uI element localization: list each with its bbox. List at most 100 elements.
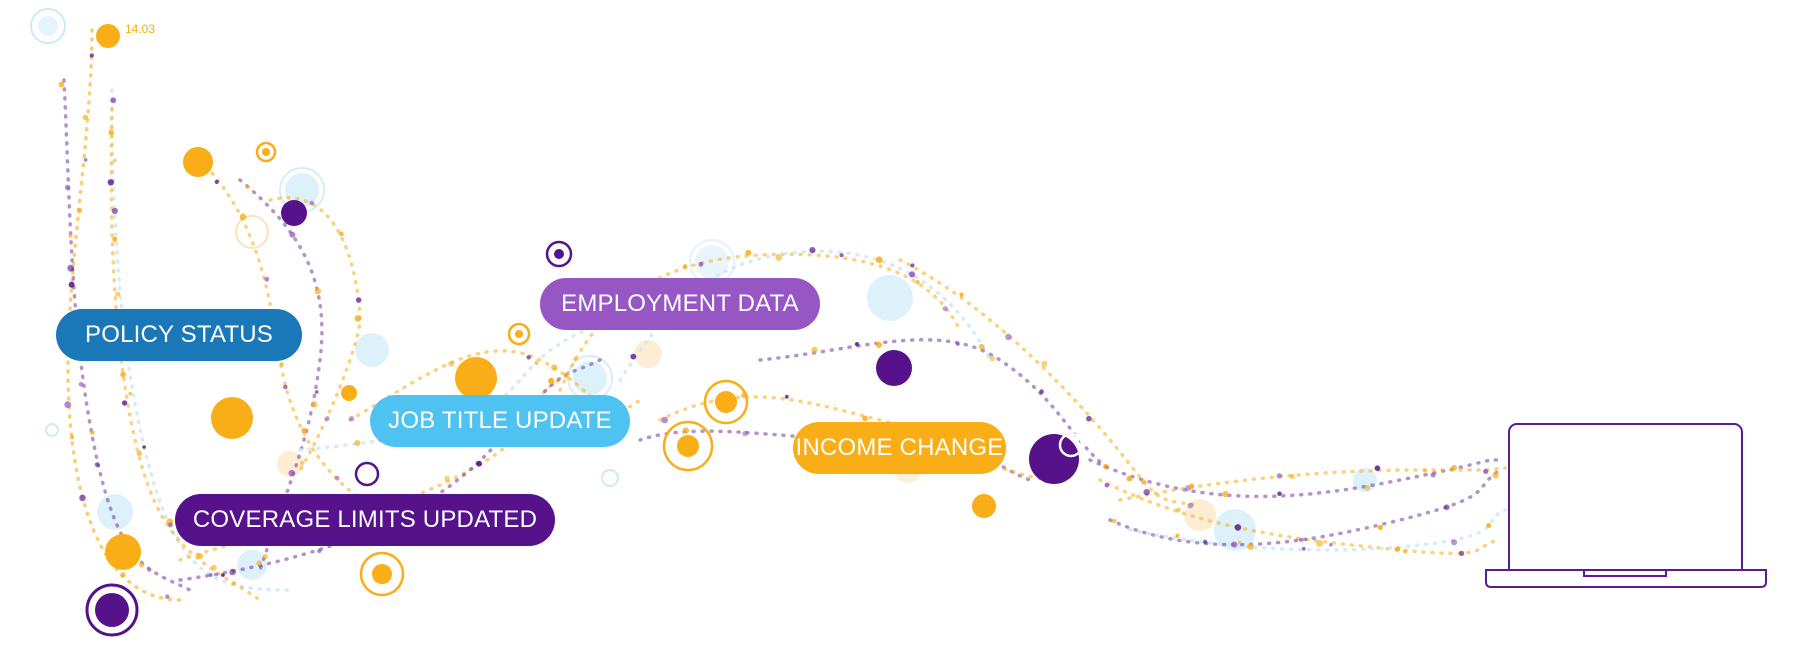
particle-dot — [208, 573, 213, 577]
particle-dot — [1422, 468, 1427, 473]
particle-dot — [121, 400, 128, 406]
particle-dot — [107, 179, 115, 186]
job-title-update-text: JOB TITLE UPDATE — [388, 407, 612, 434]
particle-dot — [68, 233, 73, 239]
policy-status-label: POLICY STATUS — [56, 309, 302, 361]
particle-dot — [448, 360, 455, 367]
particle-dot — [67, 264, 75, 272]
particle-dot — [476, 460, 482, 467]
particle-dot — [78, 381, 84, 387]
particle-dot — [147, 567, 152, 572]
particle-dot — [1247, 543, 1254, 550]
coverage-limits-updated-text: COVERAGE LIMITS UPDATED — [192, 506, 538, 533]
particle-dot — [1234, 524, 1242, 531]
income-change-text: INCOME CHANGE — [795, 434, 1004, 461]
particle-dot — [1402, 549, 1407, 554]
particle-dot — [58, 81, 65, 88]
particle-dot — [1140, 479, 1146, 485]
particle-dot — [108, 129, 114, 136]
particle-dot — [444, 475, 450, 482]
employment-data-text: EMPLOYMENT DATA — [561, 290, 799, 317]
particle-dot — [1486, 523, 1492, 528]
particle-dot — [910, 263, 915, 268]
particle-dot — [317, 549, 322, 553]
particle-dot — [839, 253, 844, 258]
particle-dot — [279, 362, 284, 367]
particle-dot — [309, 200, 315, 206]
particle-dot — [742, 430, 748, 437]
particle-dot — [83, 158, 88, 162]
particle-dot — [94, 462, 100, 468]
particle-dot — [64, 184, 71, 190]
particle-dot — [138, 562, 145, 568]
particle-dot — [1451, 464, 1458, 471]
particle-dot — [915, 280, 920, 285]
particle-dot — [142, 445, 146, 449]
particle-dot — [809, 247, 816, 254]
particle-dot — [548, 377, 555, 384]
particle-dot — [136, 450, 142, 456]
particle-dot — [698, 261, 704, 267]
particle-dot — [908, 271, 916, 278]
particle-dot — [1298, 537, 1303, 543]
particle-dot — [221, 573, 225, 577]
particle-dot — [354, 440, 361, 446]
particle-dot — [90, 430, 95, 435]
particle-dot — [854, 342, 860, 347]
particle-dot — [1104, 482, 1110, 488]
particle-dot — [128, 391, 133, 396]
particle-dot — [324, 416, 330, 422]
particle-dot — [76, 207, 83, 214]
particle-dot — [1102, 463, 1109, 470]
particle-dot — [682, 264, 688, 269]
particle-dot — [573, 357, 578, 361]
particle-dot — [1492, 472, 1499, 479]
particle-dot — [1430, 472, 1436, 478]
particle-dot — [942, 306, 948, 312]
particle-dot — [1222, 490, 1229, 498]
job-title-update-label: JOB TITLE UPDATE — [370, 395, 630, 447]
particle-dot — [214, 179, 219, 184]
particle-dot — [334, 475, 340, 481]
particle-dot — [300, 460, 305, 466]
employment-data-label: EMPLOYMENT DATA — [540, 278, 820, 330]
particle-dot — [354, 315, 362, 322]
particle-dot — [288, 469, 296, 477]
particle-dot — [1126, 475, 1133, 482]
particle-dot — [310, 401, 318, 408]
particle-dot — [110, 97, 117, 104]
particle-dot — [1203, 539, 1208, 545]
particle-dot — [875, 256, 883, 264]
particle-dot — [1143, 489, 1150, 496]
particle-dot — [551, 364, 558, 371]
policy-status-text: POLICY STATUS — [85, 321, 273, 348]
particle-dot — [1276, 473, 1283, 479]
particle-dot — [989, 355, 996, 362]
particle-dot — [264, 276, 270, 282]
particle-dot — [745, 249, 752, 256]
particle-dot — [1041, 360, 1048, 367]
particle-dot — [1443, 504, 1450, 511]
particle-dot — [1175, 507, 1181, 513]
reading-value: 14.03 — [125, 22, 156, 36]
particle-dot — [526, 355, 531, 360]
data-nodes — [85, 24, 1084, 637]
particle-dot — [82, 114, 89, 121]
particle-dot — [1231, 541, 1238, 548]
particle-dot — [211, 564, 217, 571]
particle-dot — [165, 594, 170, 599]
particle-dot — [1086, 415, 1092, 422]
particle-dot — [1364, 484, 1371, 491]
particle-dot — [111, 207, 118, 215]
particle-dot — [355, 297, 362, 303]
particle-dot — [229, 568, 236, 576]
particle-dot — [630, 353, 637, 360]
coverage-limits-updated-label: COVERAGE LIMITS UPDATED — [175, 494, 555, 546]
particle-dot — [120, 371, 126, 378]
particle-dot — [1289, 473, 1295, 479]
particle-dot — [1277, 491, 1282, 497]
particle-dot — [338, 231, 344, 237]
particle-dot — [955, 341, 960, 346]
particle-dot — [1175, 533, 1180, 538]
particle-dot — [1377, 524, 1383, 531]
